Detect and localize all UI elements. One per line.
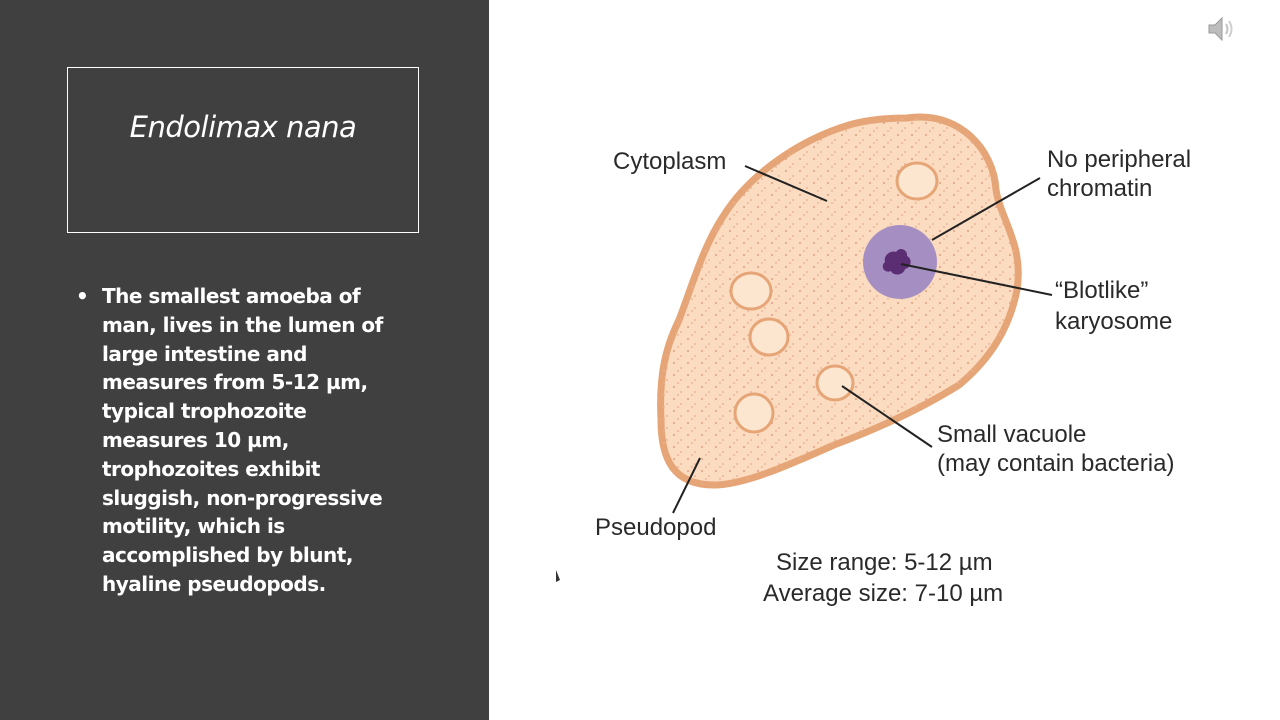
vacuole — [733, 392, 775, 434]
label-pseudopod: Pseudopod — [595, 514, 716, 541]
label-chromatin: chromatin — [1047, 175, 1152, 202]
bullet-text: The smallest amoeba of man, lives in the… — [102, 284, 383, 596]
vacuole — [895, 161, 939, 201]
speaker-icon[interactable] — [1207, 15, 1237, 43]
label-no-peripheral: No peripheral — [1047, 146, 1191, 173]
leader-cytoplasm — [744, 165, 828, 202]
leader-pseudopod — [672, 457, 701, 514]
vacuole — [748, 317, 790, 357]
title-box: Endolimax nana — [67, 67, 419, 233]
label-size-range: Size range: 5-12 µm — [776, 549, 993, 576]
label-may-contain-bacteria: (may contain bacteria) — [937, 450, 1174, 477]
label-average-size: Average size: 7-10 µm — [763, 580, 1003, 607]
left-panel: Endolimax nana • The smallest amoeba of … — [0, 0, 489, 720]
bullet-dot: • — [76, 284, 89, 308]
cursor-mark — [556, 570, 560, 582]
karyosome — [882, 249, 911, 275]
amoeba-diagram: Cytoplasm No peripheral chromatin “Blotl… — [556, 113, 1191, 607]
label-karyosome: karyosome — [1055, 308, 1172, 335]
label-blotlike: “Blotlike” — [1055, 277, 1148, 304]
label-small-vacuole: Small vacuole — [937, 421, 1086, 448]
leader-chromatin — [931, 177, 1041, 241]
leader-karyosome — [900, 263, 1053, 296]
vacuole — [729, 271, 773, 311]
label-cytoplasm: Cytoplasm — [613, 148, 726, 175]
leader-vacuole — [841, 385, 933, 448]
vacuole — [815, 364, 855, 402]
slide-title: Endolimax nana — [129, 110, 357, 144]
